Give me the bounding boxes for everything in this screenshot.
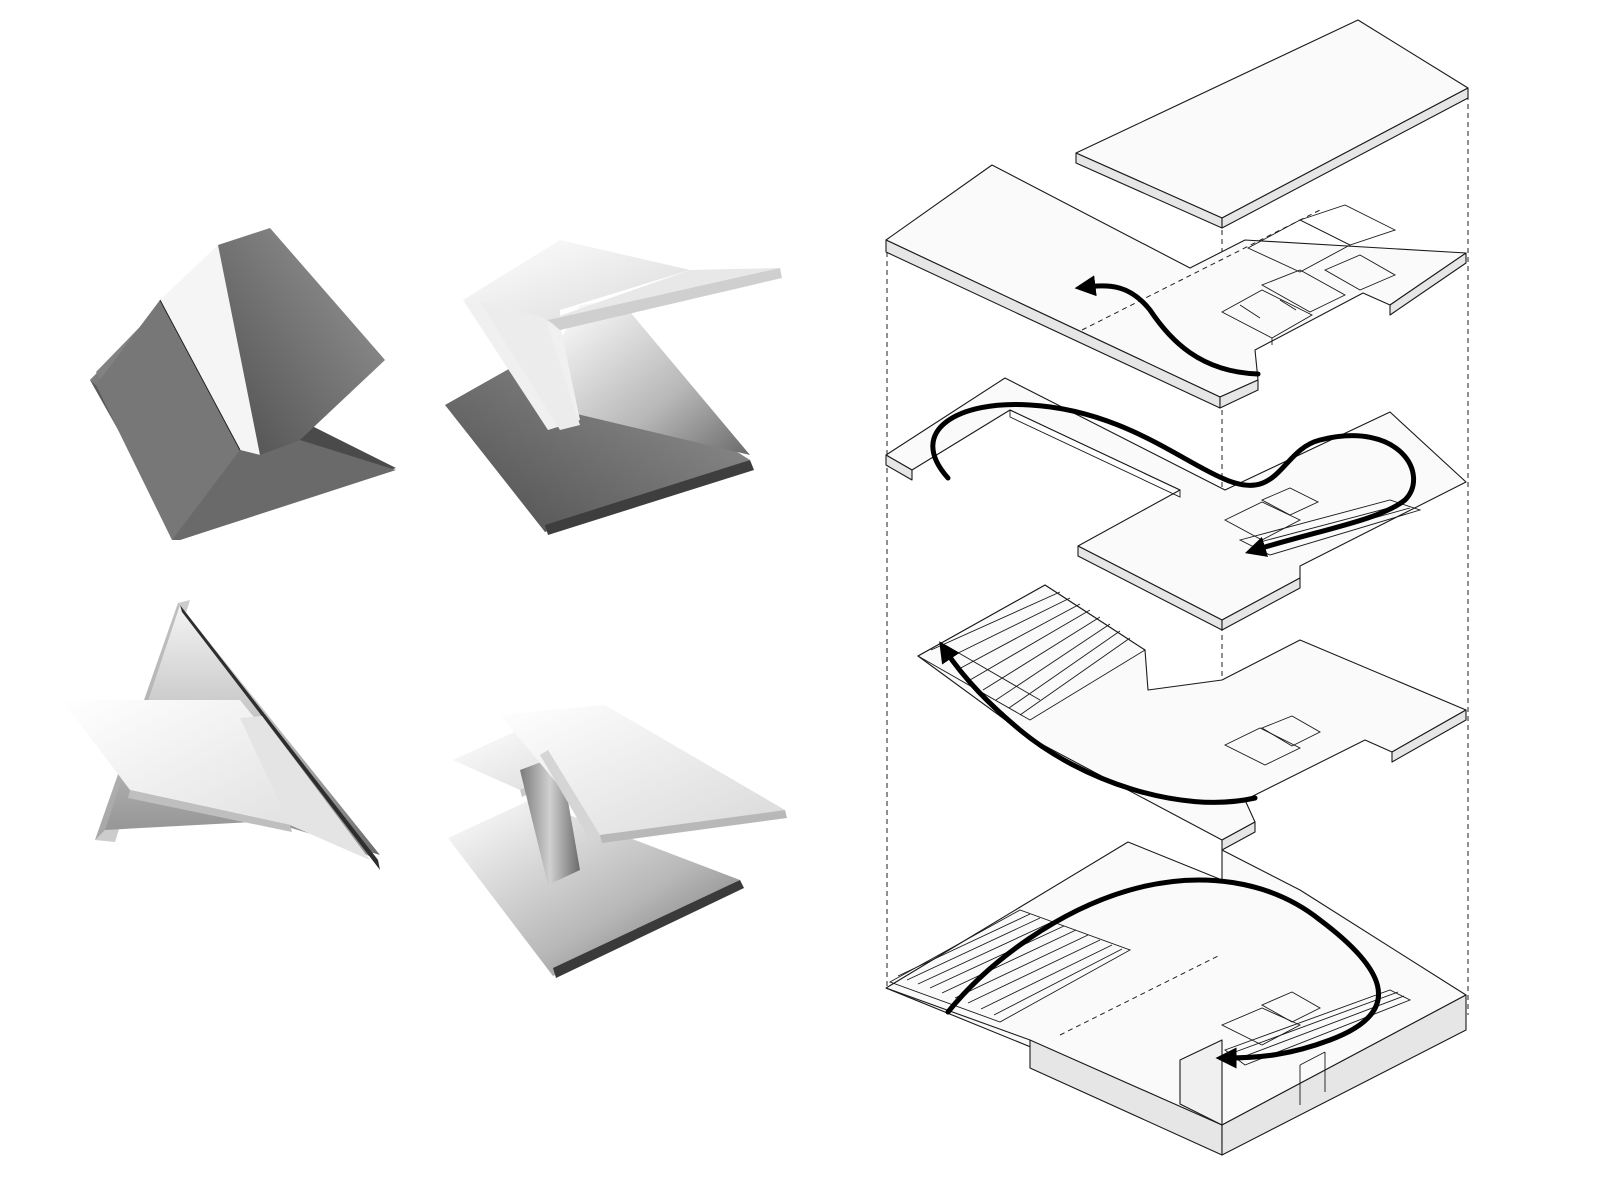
level-middle-floor <box>885 377 1467 631</box>
middle-floor-rooms <box>1224 487 1320 541</box>
level-lower-floor <box>917 584 1467 851</box>
model-b <box>445 240 782 535</box>
level-upper-floor <box>885 164 1467 409</box>
circulation-arrow-upper <box>1074 275 1261 377</box>
model-c <box>62 600 380 870</box>
level-ground-floor <box>885 841 1467 1156</box>
ground-floor-bleachers <box>888 909 1132 1023</box>
axonometric-diagram <box>885 19 1469 1156</box>
upper-floor-rooms <box>1221 204 1397 345</box>
circulation-arrow-lower <box>939 641 1258 805</box>
lower-floor-rooms <box>1223 715 1321 766</box>
lower-floor-stair <box>917 584 1146 721</box>
model-a <box>90 228 396 540</box>
circulation-arrow-middle <box>930 401 1417 557</box>
model-d <box>448 705 787 978</box>
level-roof <box>1075 19 1469 229</box>
circulation-arrow-ground <box>945 877 1381 1069</box>
ground-floor-rooms <box>1220 991 1321 1046</box>
